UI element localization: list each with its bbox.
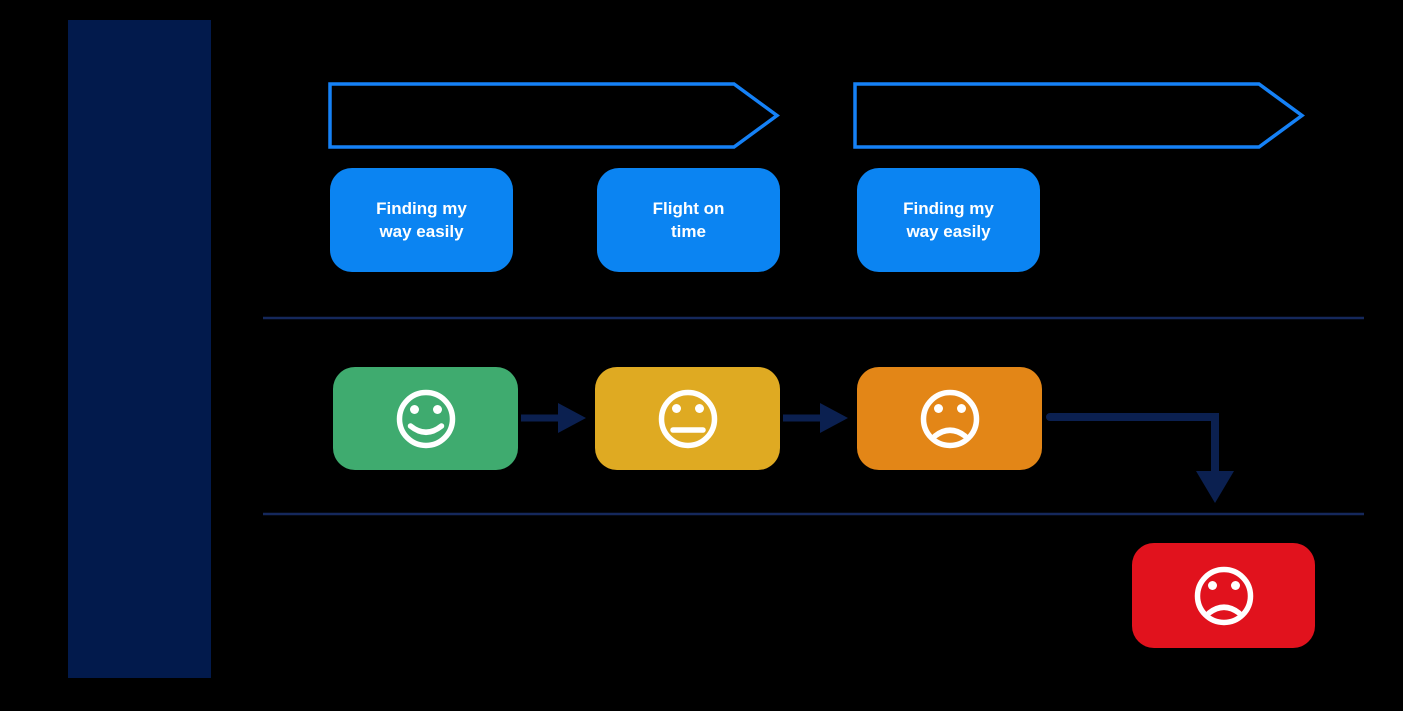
touchpoint-label: Finding my way easily [903, 199, 994, 241]
emotion-box-happy [333, 367, 518, 470]
touchpoint-label: Finding my way easily [376, 199, 467, 241]
touchpoint-box-finding-my-way-1: Finding my way easily [330, 168, 513, 272]
touchpoint-box-flight-on-time: Flight on time [597, 168, 780, 272]
arrow-green-to-yellow-icon [521, 403, 586, 433]
touchpoint-box-finding-my-way-2: Finding my way easily [857, 168, 1040, 272]
emotion-box-unhappy [857, 367, 1042, 470]
emotion-box-neutral [595, 367, 780, 470]
left-accent-bar [68, 20, 211, 678]
touchpoint-label: Flight on time [652, 199, 725, 241]
sad-face-icon [920, 389, 979, 448]
sad-face-icon [1194, 566, 1253, 625]
happy-face-icon [396, 389, 455, 448]
stage-chevron-1 [328, 82, 780, 149]
neutral-face-icon [658, 389, 717, 448]
stage-chevron-2 [853, 82, 1305, 149]
emotion-box-very-unhappy [1132, 543, 1315, 648]
arrow-yellow-to-orange-icon [783, 403, 848, 433]
arrow-orange-to-red-elbow-icon [1046, 413, 1234, 503]
